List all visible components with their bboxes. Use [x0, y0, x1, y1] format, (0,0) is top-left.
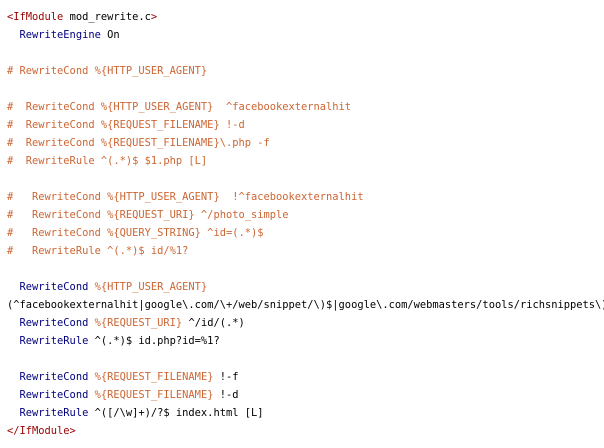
- code-token-comment: # RewriteCond %{QUERY_STRING} ^id=(.*)$: [7, 227, 264, 239]
- code-line: RewriteCond %{REQUEST_FILENAME} !-d: [7, 386, 604, 404]
- code-line: # RewriteRule ^(.*)$ id/%1?: [7, 242, 604, 260]
- code-line: RewriteCond %{REQUEST_FILENAME} !-f: [7, 368, 604, 386]
- code-line: </IfModule>: [7, 422, 604, 440]
- code-token-tag: </IfModule>: [7, 425, 76, 437]
- blank-line: [7, 80, 604, 98]
- code-token-comment: # RewriteRule ^(.*)$ $1.php [L]: [7, 155, 208, 167]
- code-token-directive: RewriteCond: [7, 317, 89, 329]
- code-token-plain: ^(.*)$ id.php?id=%1?: [88, 335, 220, 347]
- code-line: (^facebookexternalhit|google\.com/\+/web…: [7, 296, 604, 314]
- code-token-plain: On: [100, 29, 120, 41]
- code-token-comment: # RewriteRule ^(.*)$ id/%1?: [7, 245, 189, 257]
- code-token-tag: >: [150, 11, 158, 23]
- code-token-directive: RewriteRule: [7, 335, 89, 347]
- code-line: <IfModule mod_rewrite.c>: [7, 8, 604, 26]
- code-line: RewriteCond %{REQUEST_URI} ^/id/(.*): [7, 314, 604, 332]
- blank-line: [7, 44, 604, 62]
- code-line: RewriteCond %{HTTP_USER_AGENT}: [7, 278, 604, 296]
- code-token-plain: !-d: [213, 389, 239, 401]
- code-line: RewriteRule ^([/\w]+)/?$ index.html [L]: [7, 404, 604, 422]
- code-token-directive: RewriteEngine: [7, 29, 101, 41]
- code-token-comment: # RewriteCond %{HTTP_USER_AGENT} ^facebo…: [7, 101, 352, 113]
- code-line: # RewriteCond %{QUERY_STRING} ^id=(.*)$: [7, 224, 604, 242]
- code-token-plain: mod_rewrite.c: [63, 11, 151, 23]
- code-token-directive: RewriteCond: [7, 281, 89, 293]
- code-token-comment: # RewriteCond %{REQUEST_URI} ^/photo_sim…: [7, 209, 289, 221]
- code-token-variable: %{REQUEST_FILENAME}: [94, 371, 214, 383]
- code-token-variable: %{HTTP_USER_AGENT}: [94, 281, 208, 293]
- code-token-comment: # RewriteCond %{HTTP_USER_AGENT}: [7, 65, 208, 77]
- code-token-directive: RewriteCond: [7, 371, 89, 383]
- code-token-plain: ^([/\w]+)/?$ index.html [L]: [88, 407, 264, 419]
- code-line: # RewriteRule ^(.*)$ $1.php [L]: [7, 152, 604, 170]
- code-token-variable: %{REQUEST_URI}: [94, 317, 183, 329]
- blank-line: [7, 260, 604, 278]
- code-token-directive: RewriteCond: [7, 389, 89, 401]
- code-token-plain: (^facebookexternalhit|google\.com/\+/web…: [7, 299, 604, 311]
- code-line: # RewriteCond %{REQUEST_URI} ^/photo_sim…: [7, 206, 604, 224]
- code-token-plain: !-f: [213, 371, 239, 383]
- code-line: # RewriteCond %{REQUEST_FILENAME} !-d: [7, 116, 604, 134]
- code-line: RewriteEngine On: [7, 26, 604, 44]
- code-token-directive: RewriteRule: [7, 407, 89, 419]
- code-token-comment: # RewriteCond %{REQUEST_FILENAME}\.php -…: [7, 137, 270, 149]
- code-token-variable: %{REQUEST_FILENAME}: [94, 389, 214, 401]
- code-line: RewriteRule ^(.*)$ id.php?id=%1?: [7, 332, 604, 350]
- blank-line: [7, 170, 604, 188]
- code-line: # RewriteCond %{HTTP_USER_AGENT} ^facebo…: [7, 98, 604, 116]
- code-token-plain: ^/id/(.*): [182, 317, 245, 329]
- code-token-comment: # RewriteCond %{REQUEST_FILENAME} !-d: [7, 119, 245, 131]
- blank-line: [7, 350, 604, 368]
- code-line: # RewriteCond %{HTTP_USER_AGENT}: [7, 62, 604, 80]
- code-line: # RewriteCond %{HTTP_USER_AGENT} !^faceb…: [7, 188, 604, 206]
- code-token-comment: # RewriteCond %{HTTP_USER_AGENT} !^faceb…: [7, 191, 364, 203]
- code-token-tag: <IfModule: [7, 11, 64, 23]
- code-line: # RewriteCond %{REQUEST_FILENAME}\.php -…: [7, 134, 604, 152]
